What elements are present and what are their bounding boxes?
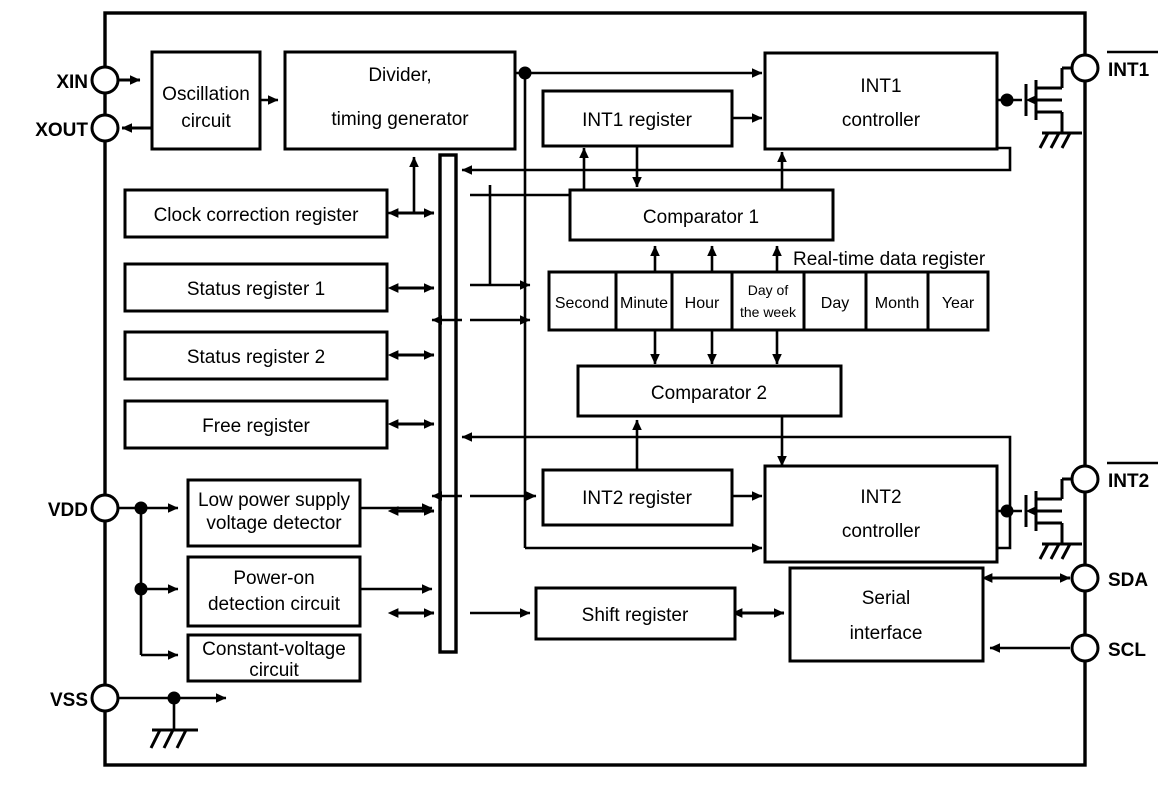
register-cell-label-day: Day <box>821 295 849 312</box>
nmos-transistor-int1 <box>1024 66 1072 133</box>
block-low-power-supply-voltage-detector: Low power supply voltage detector <box>186 478 362 548</box>
pin-label-xin: XIN <box>56 72 88 93</box>
block-status-register-2: Status register 2 <box>123 330 389 381</box>
block-label: Status register 2 <box>187 347 325 368</box>
block-divider-timing-generator: Divider, timing generator <box>283 50 517 151</box>
register-cell-minute <box>614 270 674 332</box>
pin-label-scl: SCL <box>1108 640 1146 661</box>
chip-outline <box>103 11 1087 767</box>
pin-label-xout: XOUT <box>35 120 88 141</box>
junction-dot <box>1000 93 1014 107</box>
block-status-register-1: Status register 1 <box>123 262 389 313</box>
block-comparator-1: Comparator 1 <box>568 188 835 242</box>
block-label-line-2: timing generator <box>331 109 469 130</box>
register-cell-second <box>547 270 618 332</box>
pin-label-vdd: VDD <box>48 500 88 521</box>
ground-symbol-vss <box>149 728 198 749</box>
block-label-line-2: controller <box>842 521 921 542</box>
ground-symbol-int1 <box>1038 131 1082 149</box>
register-cell-label-year: Year <box>942 295 975 312</box>
bus-bar <box>438 153 458 654</box>
register-cell-month <box>864 270 930 332</box>
wiring <box>118 66 1071 730</box>
nmos-transistor-int2 <box>1024 477 1072 544</box>
block-label-line-1: Power-on <box>233 568 314 589</box>
ground-symbol-int2 <box>1038 542 1082 560</box>
block-label: Shift register <box>582 605 689 626</box>
block-comparator-2: Comparator 2 <box>576 364 843 418</box>
register-cell-label-second: Second <box>555 295 609 312</box>
block-constant-voltage-circuit: Constant-voltage circuit <box>186 633 362 683</box>
block-label-line-1: Serial <box>862 588 911 609</box>
register-cell-year <box>926 270 990 332</box>
pin-vss: VSS <box>50 683 120 713</box>
block-label: Comparator 1 <box>643 207 759 228</box>
block-label-line-1: Constant-voltage <box>202 639 346 660</box>
pin-scl: SCL <box>1070 633 1146 663</box>
block-label: Free register <box>202 416 310 437</box>
block-clock-correction-register: Clock correction register <box>123 188 389 239</box>
pin-label-int2: INT2 <box>1108 471 1149 492</box>
block-shift-register: Shift register <box>534 586 737 641</box>
block-label: Clock correction register <box>154 205 360 226</box>
pin-int1: INT1 <box>1070 50 1158 83</box>
block-oscillation: Oscillation circuit <box>150 50 262 151</box>
real-time-data-register: Real-time data register Second Minute Ho… <box>547 249 990 332</box>
block-label-line-1: Low power supply <box>198 490 351 511</box>
block-int1-controller: INT1 controller <box>763 51 999 151</box>
block-label-line-1: INT2 <box>860 487 901 508</box>
pin-label-sda: SDA <box>1108 570 1148 591</box>
block-label: INT2 register <box>582 488 692 509</box>
register-cell-label-minute: Minute <box>620 295 668 312</box>
block-label-line-2: voltage detector <box>206 513 342 534</box>
block-label-line-2: detection circuit <box>208 594 341 615</box>
block-label-line-2: circuit <box>181 111 231 132</box>
block-label-line-2: controller <box>842 110 921 131</box>
block-int2-register: INT2 register <box>541 468 734 527</box>
block-int2-controller: INT2 controller <box>763 464 999 564</box>
pin-label-vss: VSS <box>50 690 88 711</box>
block-label: Comparator 2 <box>651 383 767 404</box>
block-serial-interface: Serial interface <box>788 566 985 663</box>
real-time-register-caption: Real-time data register <box>793 249 986 270</box>
pin-sda: SDA <box>1070 563 1148 593</box>
register-cell-label-hour: Hour <box>685 295 720 312</box>
block-label-line-2: interface <box>850 623 923 644</box>
junction-dot <box>1000 504 1014 518</box>
block-label-line-1: Oscillation <box>162 84 250 105</box>
block-label-line-1: Divider, <box>368 65 431 86</box>
block-power-on-detection-circuit: Power-on detection circuit <box>186 555 362 628</box>
block-int1-register: INT1 register <box>541 89 734 148</box>
pin-label-int1: INT1 <box>1108 60 1150 81</box>
register-cell-label-dayofweek-2: the week <box>740 304 797 320</box>
block-label: INT1 register <box>582 110 692 131</box>
pin-xin: XIN <box>56 65 141 95</box>
block-label: Status register 1 <box>187 279 325 300</box>
register-cell-label-dayofweek-1: Day of <box>748 282 789 298</box>
block-label-line-2: circuit <box>249 660 299 681</box>
block-free-register: Free register <box>123 399 389 450</box>
block-label-line-1: INT1 <box>860 76 901 97</box>
register-cell-day-of-the-week <box>730 270 806 332</box>
pin-int2: INT2 <box>1070 461 1158 494</box>
register-cell-day <box>802 270 868 332</box>
pin-vdd: VDD <box>48 493 120 523</box>
pin-xout: XOUT <box>35 113 152 143</box>
register-cell-label-month: Month <box>875 295 919 312</box>
